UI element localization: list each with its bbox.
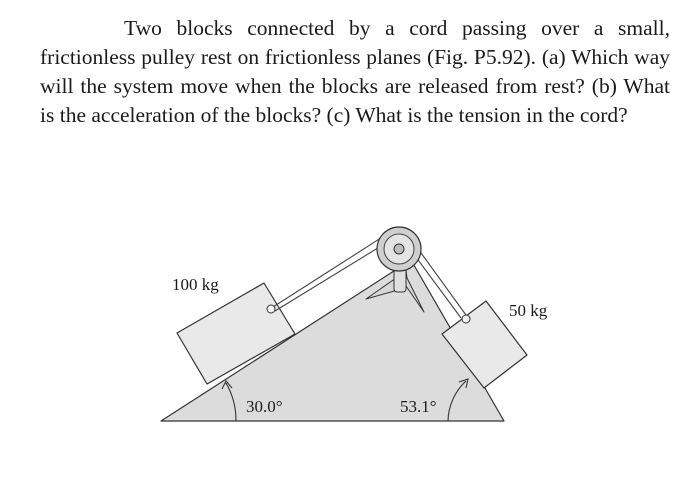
cord-left	[272, 235, 385, 308]
cord-right-lower	[409, 248, 462, 319]
right-block-50kg	[441, 300, 528, 389]
right-attach-hook	[461, 314, 471, 324]
right-angle-arrow-icon	[458, 378, 469, 389]
problem-statement: Two blocks connected by a cord passing o…	[40, 16, 670, 127]
left-angle-arrow-icon	[221, 380, 233, 390]
left-attach-hook	[266, 304, 276, 314]
cord-left-lower	[274, 242, 387, 312]
cord-right	[415, 245, 467, 316]
right-angle-arc	[447, 380, 467, 422]
left-angle-arc	[225, 382, 237, 422]
pulley-hub	[393, 243, 405, 255]
right-angle-label: 53.1°	[400, 397, 437, 416]
left-block-mass-label: 100 kg	[172, 275, 219, 294]
left-angle-label: 30.0°	[246, 397, 283, 416]
left-block-100kg	[176, 282, 296, 385]
right-block-mass-label: 50 kg	[509, 301, 548, 320]
